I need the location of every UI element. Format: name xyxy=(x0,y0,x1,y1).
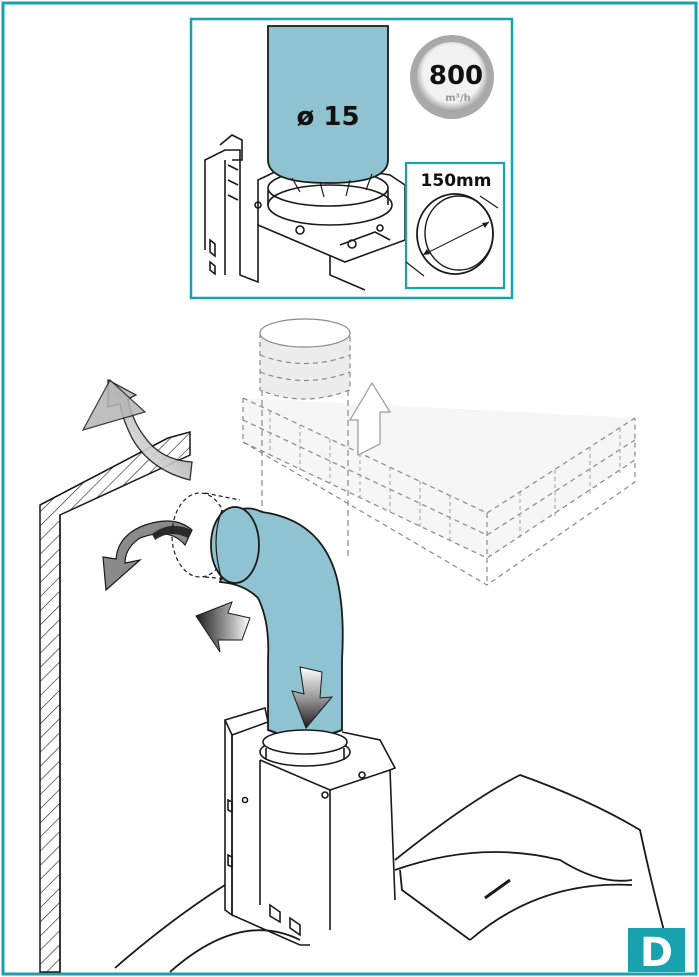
airflow-badge: 800 m³/h xyxy=(410,35,494,119)
ghost-up-arrow xyxy=(348,381,392,456)
down-arrow xyxy=(291,666,334,729)
ghost-duct xyxy=(259,318,351,560)
hood-canopy xyxy=(114,774,673,973)
step-badge: D xyxy=(628,928,685,976)
exhaust-curved-arrow-tip xyxy=(81,379,147,431)
wall xyxy=(39,431,191,973)
diameter-label: ø 15 xyxy=(296,102,359,132)
rotation-arrow xyxy=(102,520,193,592)
inset-duct: ø 15 xyxy=(267,25,389,198)
duct-size-box: 150mm xyxy=(404,161,506,290)
ceiling-outline xyxy=(242,397,636,586)
airflow-unit: m³/h xyxy=(445,93,471,104)
hood-motor-box xyxy=(223,706,397,946)
dimension-arrow-left xyxy=(423,249,430,255)
push-arrow xyxy=(195,601,251,653)
airflow-value: 800 xyxy=(429,61,483,91)
duct-size-label: 150mm xyxy=(421,171,492,191)
step-letter: D xyxy=(640,930,673,976)
inset-panel: ø 15 800 m³/h 150mm xyxy=(189,17,514,300)
ceiling-cross-lines xyxy=(269,411,621,541)
dimension-arrow-right xyxy=(482,222,489,228)
